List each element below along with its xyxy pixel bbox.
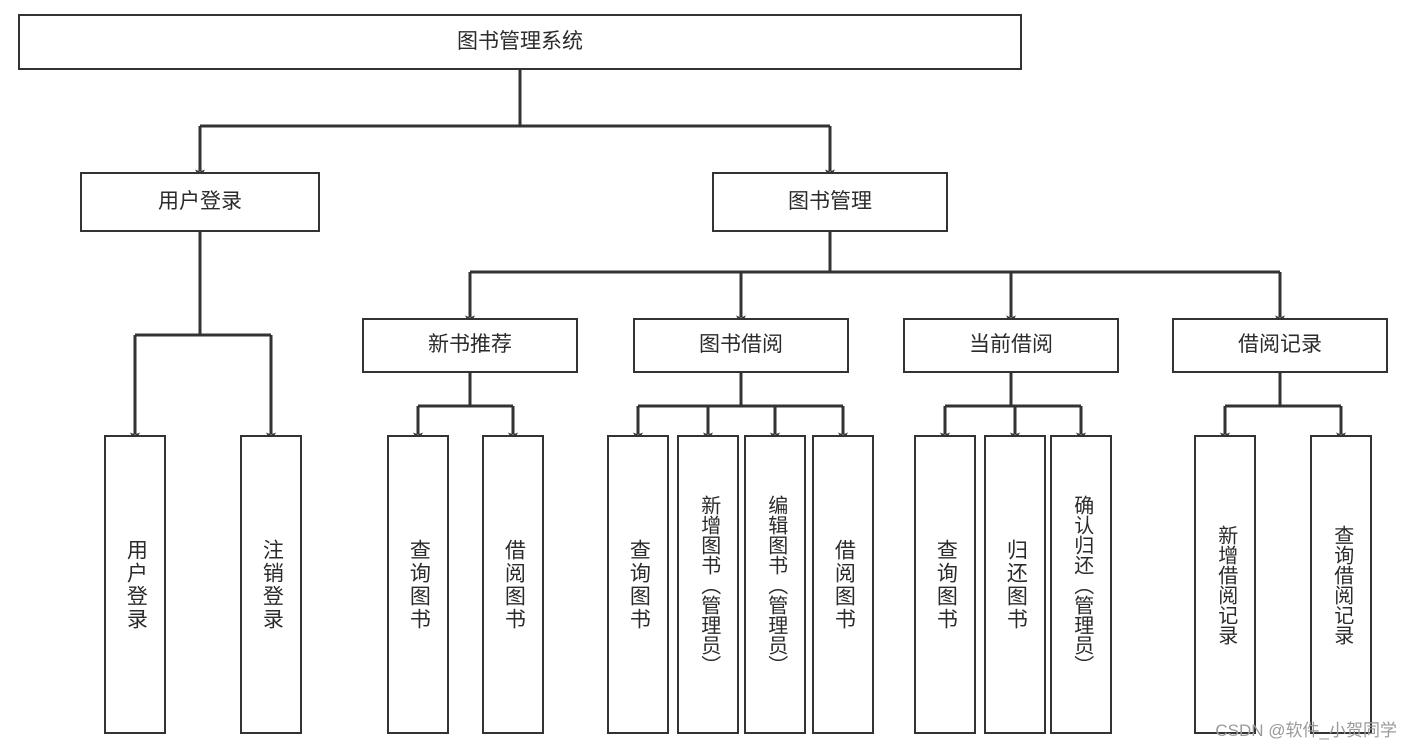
node-borrow-record-label: 借阅记录	[1238, 333, 1322, 357]
node-leaf-edit-book-label: 编辑图书（管理员）	[764, 494, 787, 675]
node-leaf-query-record[interactable]: 查询借阅记录	[1310, 435, 1372, 734]
node-new-book-rec[interactable]: 新书推荐	[362, 318, 578, 373]
node-borrow-record[interactable]: 借阅记录	[1172, 318, 1388, 373]
node-book-borrow[interactable]: 图书借阅	[633, 318, 849, 373]
node-leaf-logout[interactable]: 注销登录	[240, 435, 302, 734]
node-book-borrow-label: 图书借阅	[699, 333, 783, 357]
node-leaf-borrow-book-1[interactable]: 借阅图书	[482, 435, 544, 734]
node-current-borrow-label: 当前借阅	[969, 333, 1053, 357]
node-leaf-query-record-label: 查询借阅记录	[1330, 524, 1353, 645]
node-leaf-add-record-label: 新增借阅记录	[1214, 524, 1237, 645]
node-leaf-borrow-book-2[interactable]: 借阅图书	[812, 435, 874, 734]
node-current-borrow[interactable]: 当前借阅	[903, 318, 1119, 373]
node-leaf-user-login[interactable]: 用户登录	[104, 435, 166, 734]
node-leaf-borrow-book-1-label: 借阅图书	[502, 538, 526, 631]
node-leaf-query-book-2[interactable]: 查询图书	[607, 435, 669, 734]
node-book-manage-label: 图书管理	[788, 189, 872, 213]
node-leaf-borrow-book-2-label: 借阅图书	[832, 538, 856, 631]
node-leaf-return-book-label: 归还图书	[1004, 538, 1028, 631]
node-new-book-rec-label: 新书推荐	[428, 333, 512, 357]
node-root[interactable]: 图书管理系统	[18, 14, 1022, 70]
node-leaf-logout-label: 注销登录	[260, 538, 284, 631]
node-leaf-confirm-return[interactable]: 确认归还（管理员）	[1050, 435, 1112, 734]
node-book-manage[interactable]: 图书管理	[712, 172, 948, 232]
node-leaf-confirm-return-label: 确认归还（管理员）	[1070, 494, 1093, 675]
node-leaf-query-book-2-label: 查询图书	[627, 538, 651, 631]
node-leaf-add-record[interactable]: 新增借阅记录	[1194, 435, 1256, 734]
node-user-login-label: 用户登录	[158, 189, 242, 213]
node-leaf-return-book[interactable]: 归还图书	[984, 435, 1046, 734]
node-leaf-add-book-label: 新增图书（管理员）	[697, 494, 720, 675]
node-user-login[interactable]: 用户登录	[80, 172, 320, 232]
node-leaf-query-book-3-label: 查询图书	[934, 538, 958, 631]
node-leaf-query-book-1-label: 查询图书	[407, 538, 431, 631]
node-root-label: 图书管理系统	[457, 29, 583, 53]
node-leaf-edit-book[interactable]: 编辑图书（管理员）	[744, 435, 806, 734]
node-leaf-add-book[interactable]: 新增图书（管理员）	[677, 435, 739, 734]
node-leaf-user-login-label: 用户登录	[124, 538, 148, 631]
node-leaf-query-book-1[interactable]: 查询图书	[387, 435, 449, 734]
node-leaf-query-book-3[interactable]: 查询图书	[914, 435, 976, 734]
